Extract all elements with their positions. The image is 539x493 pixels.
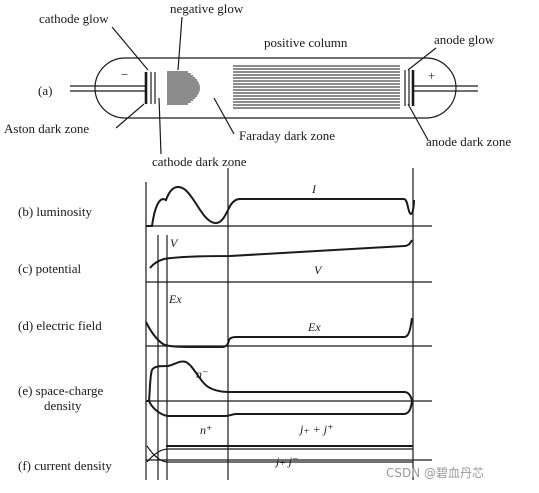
potential-symbol: V [314, 263, 323, 277]
negative-glow-region [167, 71, 200, 105]
luminosity-curve [146, 186, 415, 227]
electric-field-curve [145, 317, 413, 348]
tube-envelope [94, 57, 457, 119]
leader-line [407, 103, 429, 141]
field-symbol-start: Ex [168, 292, 182, 306]
faraday-dark-zone-label: Faraday dark zone [239, 128, 335, 143]
negative-charge-curve [148, 400, 413, 417]
plot-symbols: I V V Ex Ex n⁻ n⁺ j₊ + j⁺ j₊ j⁻ [168, 182, 333, 468]
leader-line [407, 47, 437, 71]
negative-charge-symbol: n⁻ [196, 367, 208, 381]
positive-column-region [233, 65, 400, 109]
positive-column-label: positive column [264, 35, 348, 50]
cathode-sign: − [121, 67, 128, 82]
plot-labels: (b) luminosity (c) potential (d) electri… [18, 204, 112, 473]
zone-guide-lines [145, 168, 414, 480]
electric-field-label: (d) electric field [18, 318, 102, 333]
cathode-glow-label: cathode glow [39, 11, 109, 26]
component-current-symbol: j₊ j⁻ [274, 454, 298, 468]
watermark: CSDN @碧血丹芯 [386, 466, 484, 480]
ion-current-curve [146, 448, 413, 463]
plot-baselines [146, 225, 432, 461]
potential-curve [149, 239, 413, 269]
current-density-label: (f) current density [18, 458, 112, 473]
space-charge-label: (e) space-charge [18, 383, 104, 398]
discharge-tube: − + (a) [38, 57, 478, 119]
negative-glow-label: negative glow [170, 1, 244, 16]
field-symbol: Ex [307, 320, 321, 334]
positive-charge-symbol: n⁺ [200, 423, 212, 437]
aston-dark-zone-label: Aston dark zone [4, 121, 89, 136]
leader-line [111, 26, 149, 71]
anode-sign: + [428, 68, 435, 83]
positive-charge-curve [146, 360, 413, 402]
anode-glow-label: anode glow [434, 32, 495, 47]
space-charge-label-line2: density [44, 398, 82, 413]
total-current-symbol: j₊ + j⁺ [298, 422, 333, 436]
panel-a-label: (a) [38, 83, 52, 98]
leader-line [177, 16, 183, 71]
electron-current-curve [146, 445, 413, 463]
luminosity-symbol: I [311, 182, 317, 196]
leader-line [115, 103, 145, 129]
luminosity-label: (b) luminosity [18, 204, 93, 219]
cathode-dark-zone-label: cathode dark zone [152, 154, 247, 169]
anode-dark-zone-label: anode dark zone [426, 134, 511, 149]
potential-label: (c) potential [18, 261, 82, 276]
tube-annotations: cathode glow negative glow positive colu… [4, 1, 511, 169]
leader-line [158, 97, 162, 155]
leader-line [213, 97, 235, 135]
potential-symbol-start: V [170, 236, 179, 250]
